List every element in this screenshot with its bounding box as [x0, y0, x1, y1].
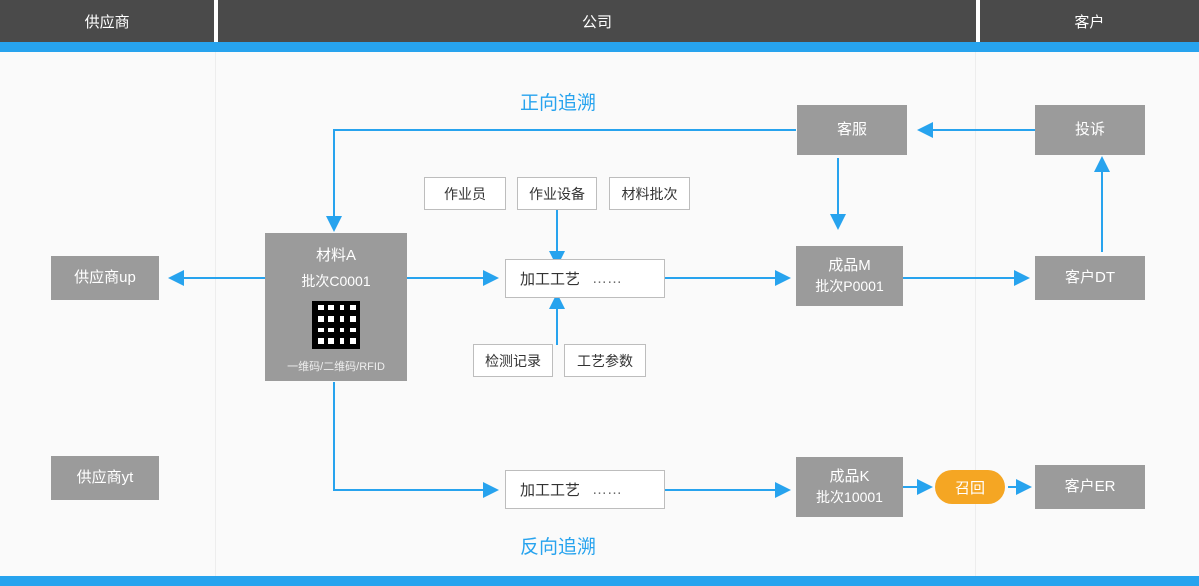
node-product-m[interactable]: 成品M 批次P0001: [796, 246, 903, 306]
attr-label-process-parameter: 工艺参数: [577, 352, 633, 369]
node-title-material-a: 材料A: [315, 247, 356, 264]
node-process-bottom[interactable]: 加工工艺 ……: [505, 470, 665, 509]
node-customer-dt[interactable]: 客户DT: [1035, 256, 1145, 300]
node-process-top[interactable]: 加工工艺 ……: [505, 259, 665, 298]
lane-header-company: 公司: [218, 0, 976, 51]
lane-label-supplier: 供应商: [84, 13, 130, 31]
node-ellipsis-process-top: ……: [592, 270, 623, 287]
lane-label-company: 公司: [582, 13, 613, 31]
node-batch-product-k: 批次10001: [816, 489, 883, 505]
lane-header-customer: 客户: [979, 0, 1199, 51]
node-ellipsis-process-bottom: ……: [592, 481, 623, 498]
node-customer-service[interactable]: 客服: [797, 105, 907, 155]
node-label-supplier-up: 供应商up: [74, 269, 136, 286]
caption-reverse-trace: 反向追溯: [520, 537, 597, 558]
node-customer-er[interactable]: 客户ER: [1035, 465, 1145, 509]
node-label-process-bottom: 加工工艺: [520, 482, 581, 499]
attr-label-material-batch: 材料批次: [621, 185, 678, 202]
badge-recall[interactable]: 召回: [935, 470, 1005, 504]
attr-box-equipment[interactable]: 作业设备: [517, 177, 597, 210]
lane-header: 供应商 公司 客户: [0, 0, 1199, 51]
caption-forward-trace: 正向追溯: [520, 93, 597, 114]
qr-code-icon: [312, 301, 360, 349]
attr-box-process-parameter[interactable]: 工艺参数: [564, 344, 646, 377]
lane-header-supplier: 供应商: [0, 0, 215, 51]
node-supplier-yt[interactable]: 供应商yt: [51, 456, 159, 500]
attr-label-inspection-record: 检测记录: [485, 352, 541, 369]
node-label-supplier-yt: 供应商yt: [76, 469, 134, 486]
lane-divider-left: [215, 52, 216, 576]
attr-box-material-batch[interactable]: 材料批次: [609, 177, 690, 210]
node-batch-product-m: 批次P0001: [815, 278, 884, 294]
node-supplier-up[interactable]: 供应商up: [51, 256, 159, 300]
node-label-customer-service: 客服: [836, 121, 867, 138]
node-batch-material-a: 批次C0001: [301, 273, 371, 289]
node-title-product-m: 成品M: [828, 257, 871, 274]
node-material-a[interactable]: 材料A 批次C0001 一维码/二维码/RFID: [265, 233, 407, 381]
lane-label-customer: 客户: [1074, 13, 1105, 31]
material-code-caption: 一维码/二维码/RFID: [287, 361, 385, 373]
attr-box-operator[interactable]: 作业员: [424, 177, 506, 210]
node-title-product-k: 成品K: [829, 468, 870, 485]
attr-box-inspection-record[interactable]: 检测记录: [473, 344, 553, 377]
node-label-customer-dt: 客户DT: [1065, 269, 1115, 286]
node-label-complaint: 投诉: [1074, 121, 1105, 138]
attr-label-operator: 作业员: [444, 185, 486, 202]
node-product-k[interactable]: 成品K 批次10001: [796, 457, 903, 517]
attr-label-equipment: 作业设备: [529, 185, 585, 202]
accent-bar-bottom: [0, 576, 1199, 586]
accent-bar-top: [0, 42, 1199, 52]
node-label-customer-er: 客户ER: [1064, 478, 1116, 495]
badge-label-recall: 召回: [954, 479, 985, 497]
lane-divider-right: [975, 52, 976, 576]
node-complaint[interactable]: 投诉: [1035, 105, 1145, 155]
node-label-process-top: 加工工艺: [520, 271, 581, 288]
